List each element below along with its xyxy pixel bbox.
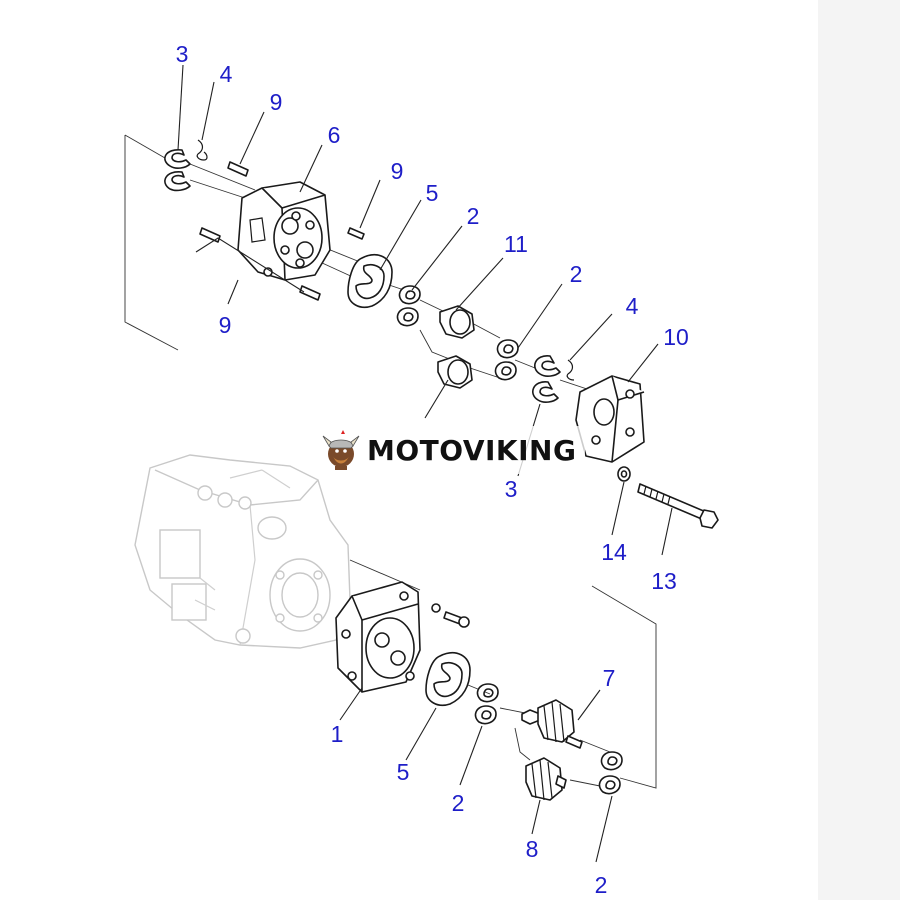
seal-plate-5-top [347,254,393,308]
callout-4-right: 4 [626,293,639,319]
callout-2-a: 2 [467,203,480,229]
small-plug [431,603,470,628]
drive-gear-7 [521,699,583,749]
end-cover-10 [575,375,645,463]
callout-10: 10 [663,324,689,350]
front-cover-1 [335,581,421,693]
callout-7: 7 [603,665,616,691]
brand-watermark: MOTOVIKING [313,426,585,474]
snap-ring-3-mid [532,355,561,403]
callout-3-mid: 3 [505,476,518,502]
seal-plate-5-low [425,652,471,706]
seal-rings-2-top [396,285,421,327]
callout-2-c: 2 [452,790,465,816]
callout-14: 14 [601,539,627,565]
callout-9-low: 9 [219,312,232,338]
callout-8: 8 [526,836,539,862]
driven-gear-8 [525,757,567,801]
seal-rings-2-mid [494,339,519,381]
brand-name: MOTOVIKING [367,433,577,467]
callout-6: 6 [328,122,341,148]
snap-ring-3-top [164,149,191,192]
lock-pin-4-right [566,359,575,381]
bolt-13 [637,483,719,529]
callout-3-top: 3 [176,41,189,67]
callout-5-top: 5 [426,180,439,206]
callout-9-mid: 9 [391,158,404,184]
callout-2-d: 2 [595,872,608,898]
callout-2-b: 2 [570,261,583,287]
lock-pin-4-top [196,139,208,161]
callout-9-top: 9 [270,89,283,115]
callout-1: 1 [331,721,344,747]
washer-14 [617,466,631,482]
callout-4-top: 4 [220,61,233,87]
callout-11: 11 [504,231,528,257]
callout-labels: 3 4 9 6 9 5 2 11 2 4 10 9 3 14 13 7 1 5 … [176,41,689,898]
callout-5-low: 5 [397,759,410,785]
main-pump-body-ghost [134,454,351,649]
gear-11 [437,305,475,389]
seal-rings-2-low [474,683,499,725]
callout-13: 13 [651,568,677,594]
seal-rings-2-lowest [598,751,623,795]
dowel-pins-9 [199,161,365,301]
pump-cover-6 [237,181,331,281]
viking-mascot-icon [322,430,360,470]
page-edge-strip [818,0,900,900]
